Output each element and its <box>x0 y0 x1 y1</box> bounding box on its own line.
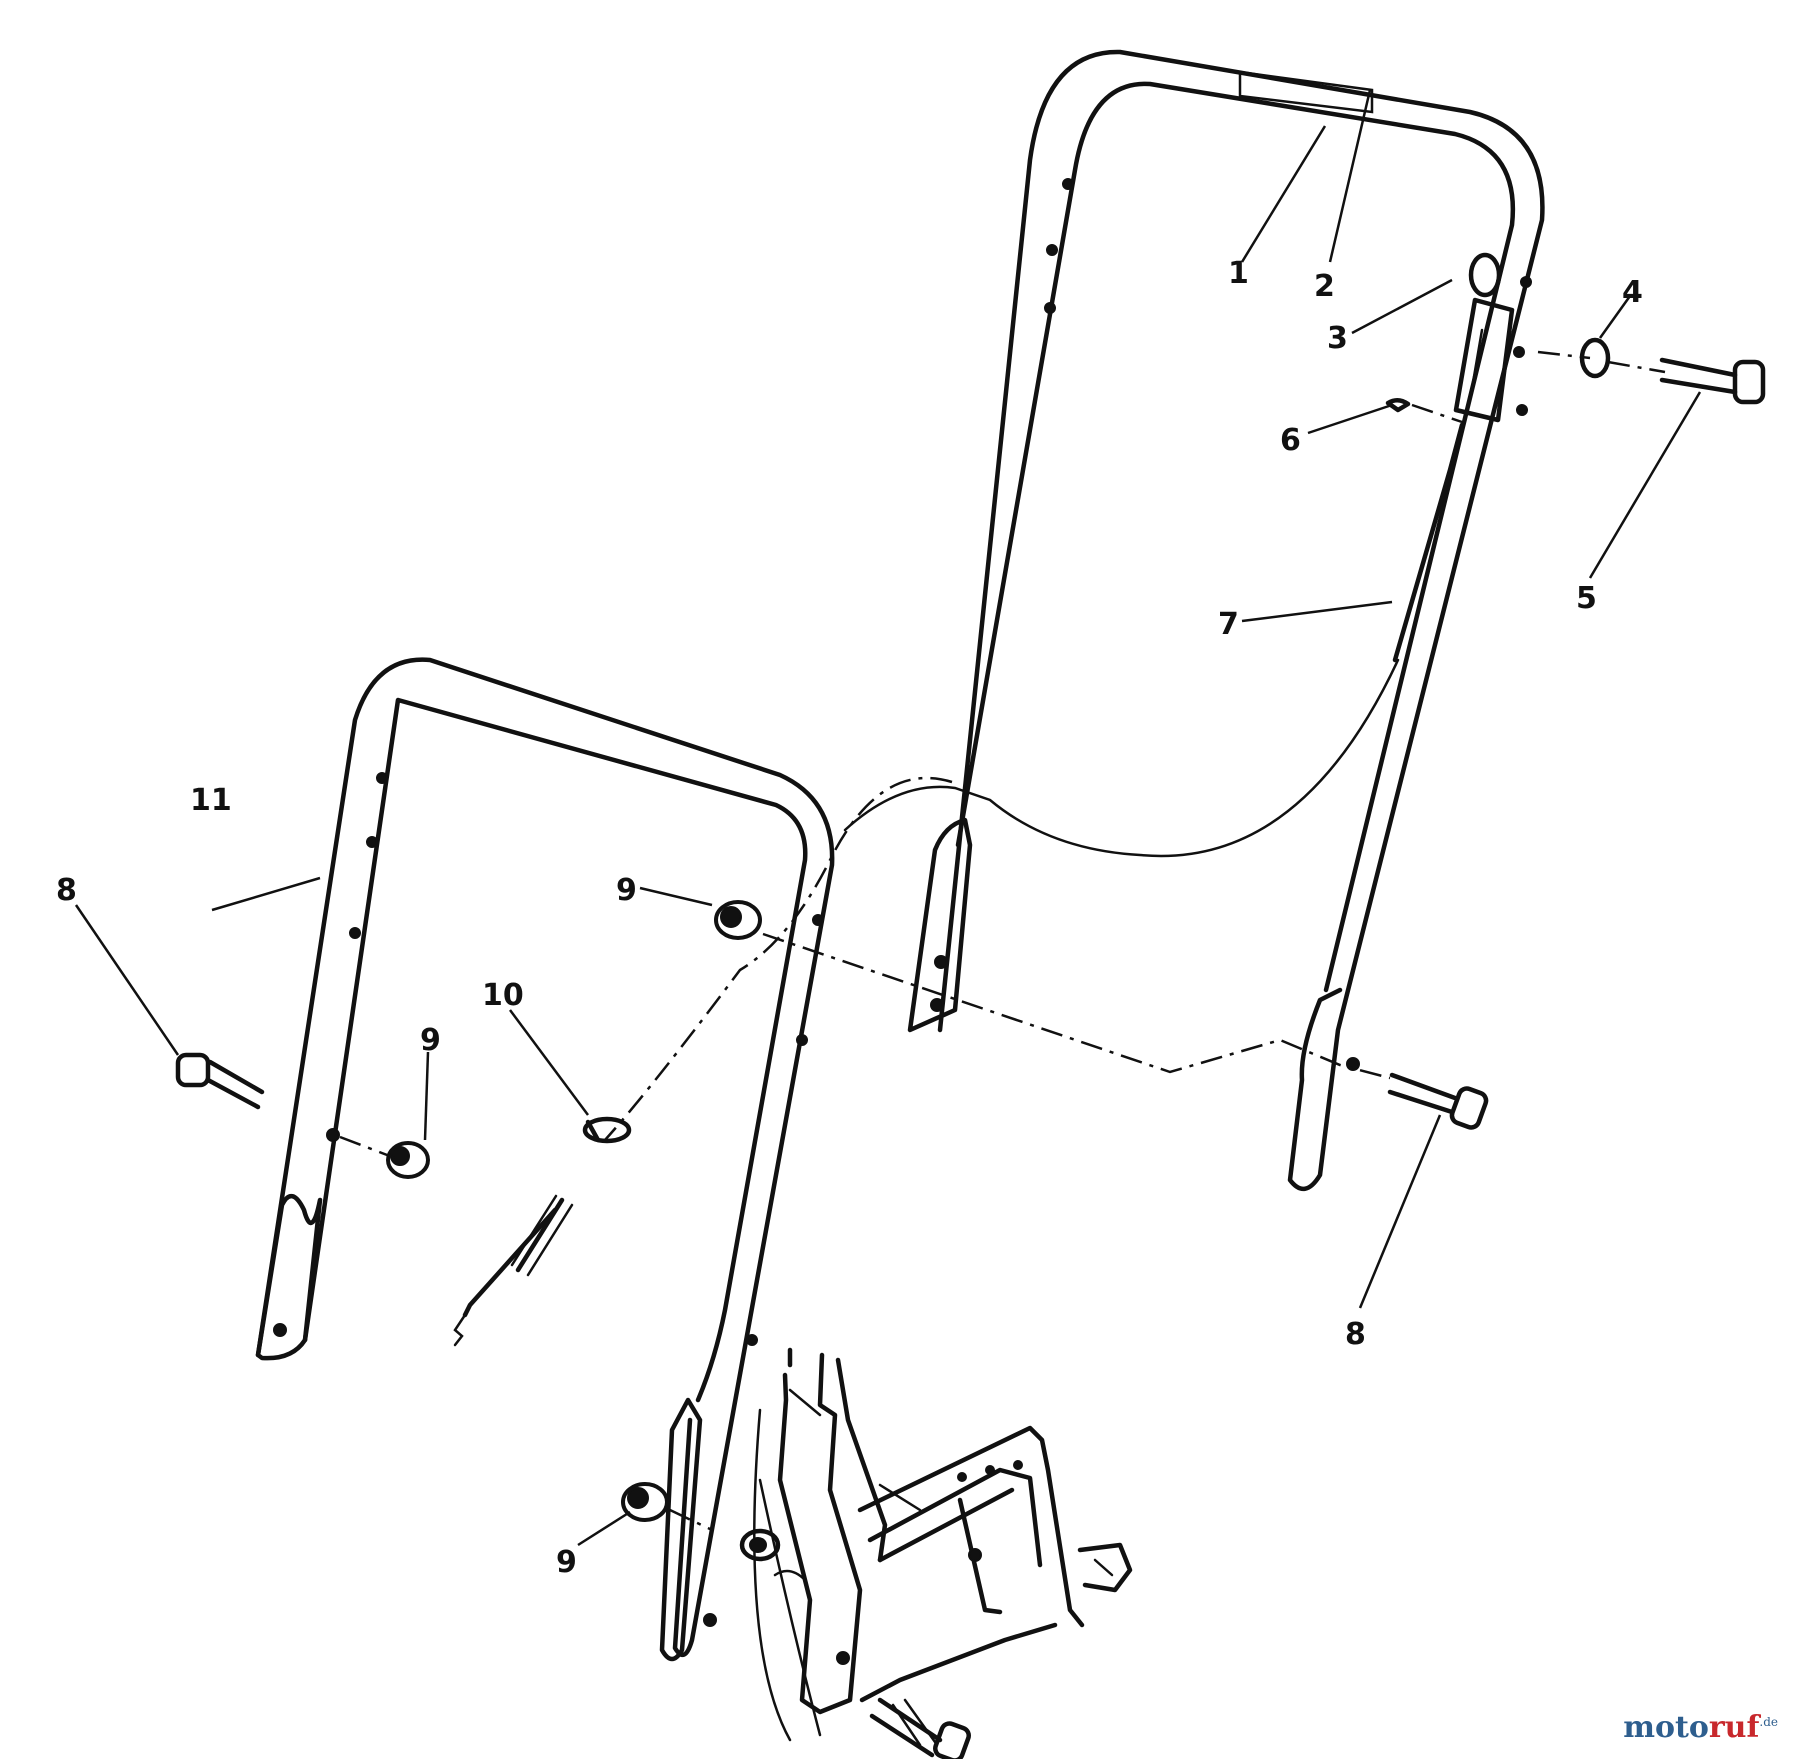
control-cable <box>453 422 1465 1347</box>
callout-9-lower: 9 <box>556 1545 577 1580</box>
cable-spring <box>510 1194 574 1277</box>
assembly-lines <box>339 350 1666 1532</box>
bolt-upper-right <box>1659 357 1766 405</box>
nut-left <box>386 1141 430 1179</box>
watermark-logo: motoruf.de <box>1623 1710 1778 1745</box>
callout-8-right: 8 <box>1345 1317 1366 1352</box>
bolt-left <box>175 1052 265 1110</box>
callout-11: 11 <box>190 783 232 818</box>
callout-1: 1 <box>1228 256 1249 291</box>
callout-7: 7 <box>1218 607 1239 642</box>
bolt-right <box>1387 1072 1489 1130</box>
control-lever <box>1453 252 1515 423</box>
cable-tie <box>582 1116 632 1144</box>
nut-upper <box>714 900 762 940</box>
callout-4: 4 <box>1622 275 1643 310</box>
callout-leaders <box>74 89 1702 1547</box>
callout-2: 2 <box>1314 269 1335 304</box>
callout-8-left: 8 <box>56 873 77 908</box>
callout-9-upper: 9 <box>616 873 637 908</box>
upper-handle <box>907 49 1545 1191</box>
callout-9-left: 9 <box>420 1023 441 1058</box>
deck-bracket <box>739 1347 1133 1759</box>
callout-6: 6 <box>1280 423 1301 458</box>
callout-10: 10 <box>482 978 524 1013</box>
lower-handle <box>255 657 835 1662</box>
cable-clip <box>1385 398 1411 413</box>
callout-5: 5 <box>1576 581 1597 616</box>
nut-lower <box>621 1482 669 1522</box>
callout-3: 3 <box>1327 321 1348 356</box>
